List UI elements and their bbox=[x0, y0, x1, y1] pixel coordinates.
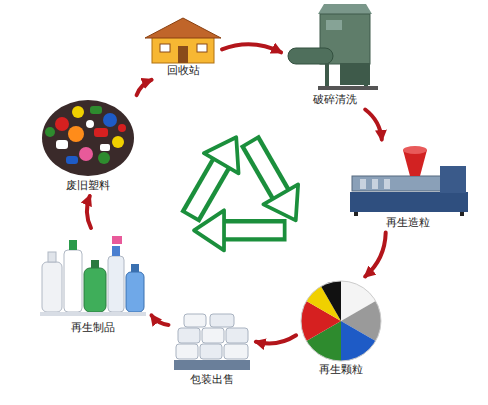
step-label: 废旧塑料 bbox=[40, 178, 136, 192]
process-step: 回收站 bbox=[148, 18, 218, 77]
crusher-machine bbox=[288, 4, 378, 90]
process-step: 包装出售 bbox=[172, 312, 252, 386]
process-step: 再生制品 bbox=[38, 232, 148, 334]
step-label: 回收站 bbox=[148, 63, 218, 77]
cycle-arrow bbox=[256, 335, 296, 343]
cycle-arrow bbox=[87, 196, 91, 228]
process-step: 废旧塑料 bbox=[40, 98, 136, 192]
step-picture-slot bbox=[172, 312, 252, 372]
cycle-arrow bbox=[365, 233, 386, 277]
cycle-arrow bbox=[152, 315, 169, 325]
step-label: 再生颗粒 bbox=[300, 362, 382, 376]
step-label: 再生造粒 bbox=[345, 215, 470, 229]
pellet-disc bbox=[301, 281, 381, 361]
recycle-symbol bbox=[166, 135, 298, 272]
process-step: 再生颗粒 bbox=[300, 280, 382, 376]
house-icon bbox=[145, 18, 221, 63]
extruder-machine bbox=[350, 146, 468, 216]
step-label: 再生制品 bbox=[38, 320, 148, 334]
step-picture-slot bbox=[300, 280, 382, 362]
step-picture-slot bbox=[148, 18, 218, 63]
plastic-products bbox=[40, 236, 146, 316]
cycle-arrow bbox=[222, 44, 281, 52]
process-step: 破碎清洗 bbox=[285, 4, 385, 106]
step-picture-slot bbox=[38, 232, 148, 320]
process-step: 再生造粒 bbox=[345, 143, 470, 229]
cycle-arrow bbox=[137, 80, 152, 95]
packaged-sacks bbox=[174, 314, 250, 370]
step-picture-slot bbox=[40, 98, 136, 178]
cycle-arrow bbox=[365, 110, 382, 140]
step-picture-slot bbox=[285, 4, 385, 92]
step-picture-slot bbox=[345, 143, 470, 215]
step-label: 包装出售 bbox=[172, 372, 252, 386]
waste-plastic-pile bbox=[42, 100, 134, 176]
step-label: 破碎清洗 bbox=[285, 92, 385, 106]
